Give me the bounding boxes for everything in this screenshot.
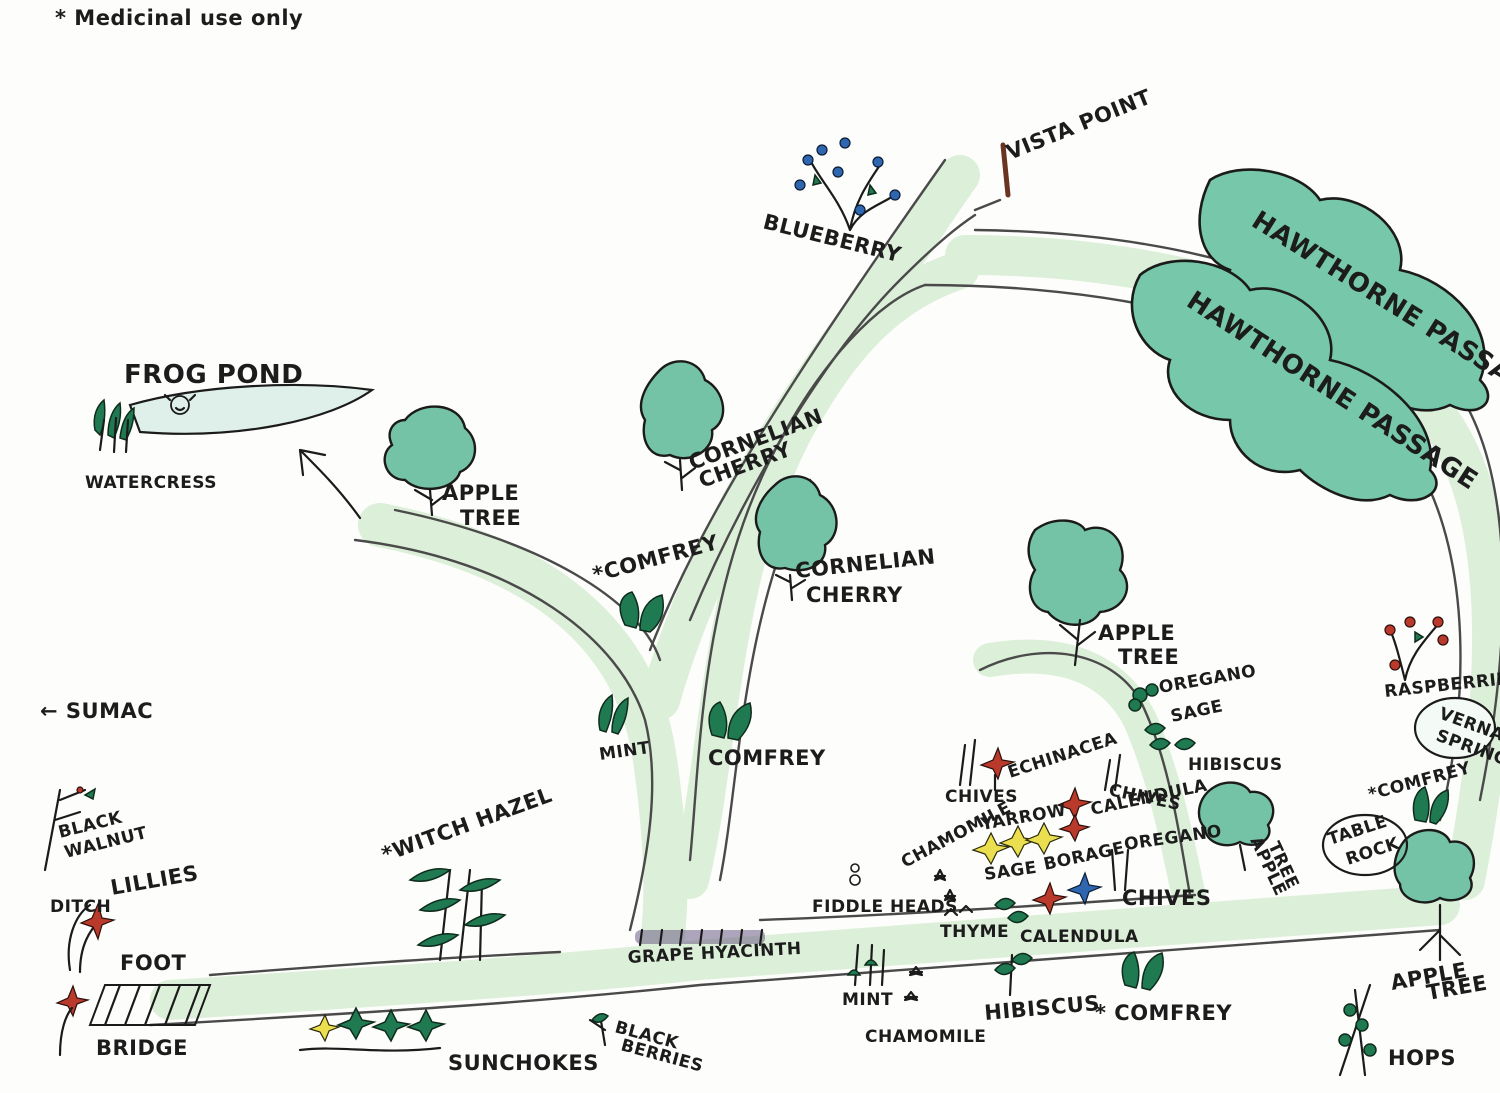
apple-tree-1-label-a: APPLE [442,481,519,505]
foot-label: FOOT [120,951,187,975]
calendula-2-label: CALENDULA [1020,927,1139,947]
bridge-label: BRIDGE [96,1036,188,1060]
ditch-lillies-icon [67,902,117,974]
sunchokes-label: SUNCHOKES [448,1051,599,1075]
calendula-1-icon [1056,786,1094,843]
apple-tree-1-icon [383,405,477,517]
apple-tree-2-label-a: APPLE [1098,621,1175,645]
echinacea-icon [958,738,1017,792]
watercress-icon [93,398,135,454]
mint-2-icon [846,943,886,987]
grape-hyacinth-icon [635,928,765,947]
witch-hazel-icon [408,868,507,962]
trail-paths [148,155,1500,1027]
hops-label: HOPS [1388,1046,1456,1070]
sage-1-label: SAGE [1169,696,1225,727]
chamomile-2-icon [903,965,924,1002]
ditch-lillies-label-a: DITCH [50,897,111,917]
raspberries-icon [1384,616,1449,682]
hops-icon [1338,983,1377,1077]
vista-point-label: VISTA POINT [1003,85,1155,165]
mint-2-label: MINT [842,990,893,1010]
blueberry-label: BLUEBERRY [761,210,904,268]
hibiscus-2-icon [993,952,1034,997]
medicinal-note: * Medicinal use only [55,6,303,30]
comfrey-3-icon [1412,786,1450,825]
hawthorne-passage [1130,168,1490,502]
sunchokes-icon [298,1006,447,1052]
black-walnut-icon [43,786,97,872]
yarrow-icon [971,821,1065,866]
frog-pond [128,383,375,435]
thyme-icon [943,904,974,917]
comfrey-1-icon [619,591,664,633]
comfrey-2-icon [708,701,752,741]
chives-3-label: CHIVES [1122,886,1212,910]
chives-1-label: CHIVES [945,787,1018,807]
foot-bridge-icon [55,983,212,1057]
vista-point-post-icon [1000,142,1011,198]
cornelian-cherry-2-icon [754,475,838,602]
thyme-label: THYME [940,922,1009,942]
cornelian-cherry-1-icon [639,360,725,492]
chamomile-2-label: CHAMOMILE [865,1027,986,1047]
borage-icon [1031,871,1104,916]
table-rock-outline [1321,813,1409,877]
sage-1-icon [1143,722,1197,751]
chives-2-icon [1103,753,1122,792]
ditch-lillies-label-b: LILLIES [109,861,201,900]
hibiscus-1-label: HIBISCUS [1188,755,1283,775]
sumac-label: ← SUMAC [40,699,153,723]
hibiscus-2-label: HIBISCUS [983,991,1101,1025]
black-berries-icon [588,1013,610,1047]
apple-tree-4-icon [1393,828,1476,962]
chamomile-1-icon [933,868,957,902]
fiddle-heads-icon [849,863,861,886]
cornelian-cherry-2-label-b: CHERRY [806,583,903,607]
apple-tree-3-icon [1197,781,1275,872]
mint-1-icon [598,693,629,735]
chives-3-icon [1110,848,1130,892]
chamomile-1-label: CHAMOMILE [898,798,1015,873]
watercress-label: WATERCRESS [85,473,217,493]
apple-tree-2-label-b: TREE [1118,645,1179,669]
comfrey-4-label: * COMFREY [1095,1001,1232,1025]
sage-2-icon [993,897,1030,924]
apple-tree-1-label-b: TREE [460,506,521,530]
frog-pond-label: FROG POND [124,360,303,390]
frog-icon [170,395,190,415]
blueberry-bush-icon [794,137,901,232]
comfrey-2-label: COMFREY [708,746,826,770]
apple-tree-2-icon [1027,519,1129,667]
comfrey-4-icon [1121,951,1164,991]
arrow-to-pond [298,448,362,520]
vernal-spring-outline [1413,696,1497,760]
echinacea-label: ECHINACEA [1005,728,1120,782]
fiddle-heads-label: FIDDLE HEADS [812,897,958,917]
witch-hazel-label: *WITCH HAZEL [379,783,556,867]
hawthorn-canopy-2-icon [1130,259,1438,502]
oregano-1-icon [1128,683,1159,712]
